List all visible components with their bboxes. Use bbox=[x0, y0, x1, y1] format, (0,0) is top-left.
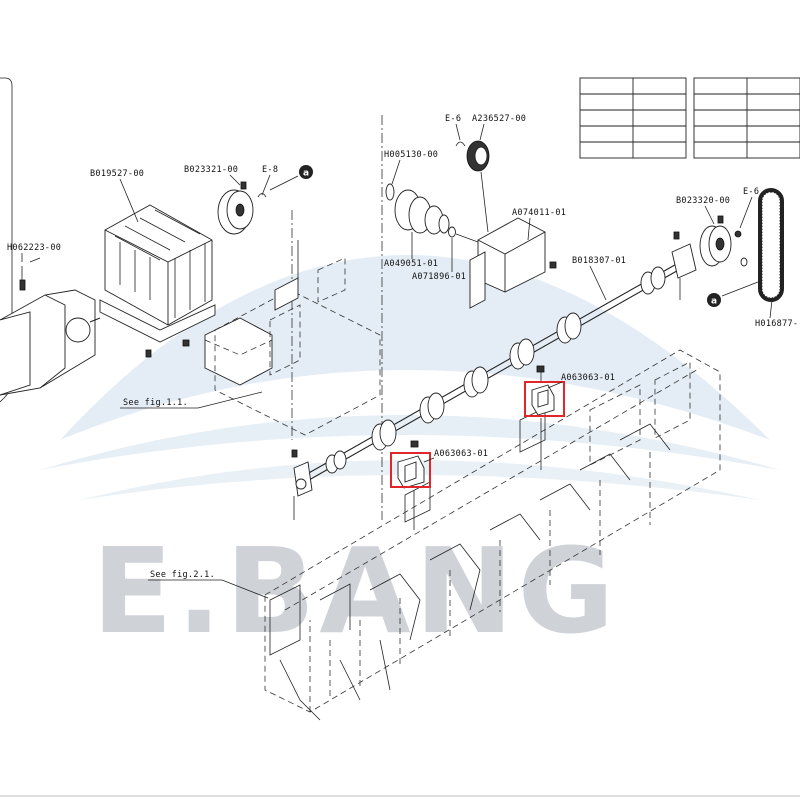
label-belt: H016877- bbox=[755, 319, 798, 329]
watermark-text: E.BANG bbox=[92, 522, 618, 660]
pin-leader bbox=[455, 233, 479, 243]
frame-bracket-dashed bbox=[269, 304, 301, 376]
label-clip-lower: A063063-01 bbox=[434, 449, 488, 459]
bracket-screws bbox=[145, 339, 190, 358]
gear-top-axis bbox=[480, 171, 489, 233]
highlight-box-lower bbox=[390, 452, 431, 488]
label-gear-left: B023321-00 bbox=[184, 165, 238, 175]
clip-upper-screw bbox=[536, 365, 545, 373]
label-gear-top: A236527-00 bbox=[472, 114, 526, 124]
lower-chassis-solid bbox=[269, 407, 671, 721]
label-ering-left: E-8 bbox=[262, 165, 278, 175]
stepper-motor bbox=[0, 289, 101, 396]
label-gear-right: B023320-00 bbox=[676, 196, 730, 206]
ref-arrow-right bbox=[721, 281, 759, 297]
label-motor-screw: H062223-00 bbox=[7, 243, 61, 253]
roller-shaft bbox=[299, 261, 683, 485]
bracket-box bbox=[99, 204, 216, 343]
gear-left bbox=[217, 181, 254, 235]
ref-a-left-label: a bbox=[303, 169, 309, 179]
sensor-bracket bbox=[274, 277, 299, 311]
part-table bbox=[579, 77, 800, 159]
lower-chassis-dashed bbox=[264, 349, 721, 713]
motor-screw bbox=[19, 257, 41, 291]
watermark-logo bbox=[40, 255, 780, 500]
label-ering-top: E-6 bbox=[445, 114, 461, 124]
left-frame-bracket bbox=[0, 77, 13, 403]
plate-hidden-line bbox=[204, 339, 273, 356]
ering-top bbox=[455, 141, 466, 147]
ering-left bbox=[257, 193, 267, 198]
ref-circle-left bbox=[299, 165, 313, 179]
label-gear-cluster: A049051-01 bbox=[384, 259, 438, 269]
frame-window-dashed bbox=[317, 257, 346, 303]
fig11-leader bbox=[120, 391, 263, 409]
clip-lower-screw bbox=[410, 440, 419, 448]
clip-upper bbox=[531, 384, 555, 416]
ref-fig-1-1[interactable]: See fig.1.1. bbox=[123, 398, 188, 408]
label-roller-shaft: B018307-01 bbox=[572, 256, 626, 266]
timing-belt bbox=[758, 188, 784, 302]
ref-circle-right bbox=[707, 293, 721, 307]
highlight-box-upper bbox=[524, 381, 565, 417]
ref-a-right-label: a bbox=[711, 297, 717, 307]
shaft-pin bbox=[448, 226, 456, 238]
label-motor-bracket: A074011-01 bbox=[512, 208, 566, 218]
clip-lower bbox=[397, 455, 425, 489]
ref-arrow-left bbox=[269, 175, 299, 191]
label-bushing: H005130-00 bbox=[384, 150, 438, 160]
fig21-leader bbox=[148, 579, 269, 599]
shaft-right-bearing bbox=[671, 231, 697, 300]
label-ering-right: E-6 bbox=[743, 187, 759, 197]
motor-plate bbox=[204, 317, 273, 386]
shaft-left-bearing bbox=[291, 449, 313, 520]
label-clip-upper: A063063-01 bbox=[561, 373, 615, 383]
gear-right bbox=[699, 215, 748, 267]
label-bracket: B019527-00 bbox=[90, 169, 144, 179]
gear-top bbox=[466, 140, 490, 172]
bushing-top bbox=[385, 183, 395, 201]
label-shaft-pin: A071896-01 bbox=[412, 272, 466, 282]
gear-cluster bbox=[394, 189, 450, 235]
ref-fig-2-1[interactable]: See fig.2.1. bbox=[150, 570, 215, 580]
